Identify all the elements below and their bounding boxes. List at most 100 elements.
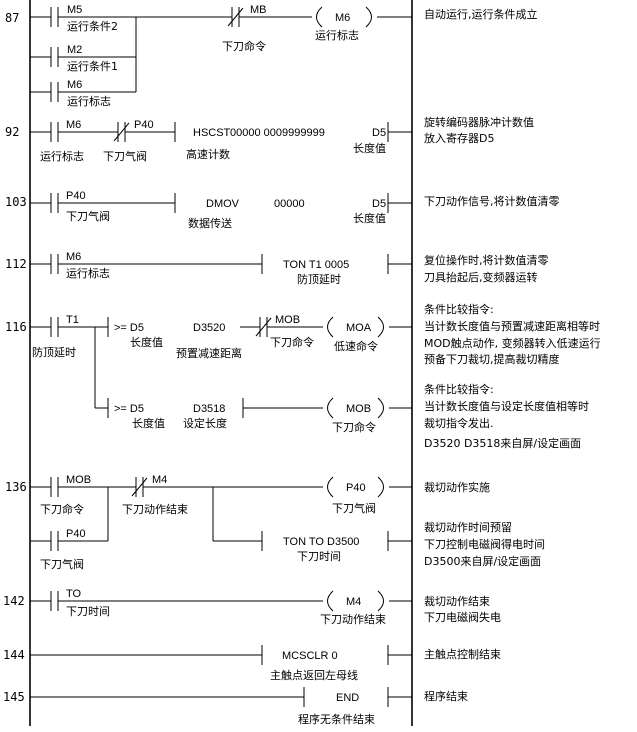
coil-comment: 低速命令 [334,339,378,353]
step-number: 103 [5,195,27,209]
instruction-op: TON TO D3500 [283,536,359,548]
step-number: 112 [5,257,27,271]
rung-remark: D3520 D3518来自屏/设定画面 [424,436,581,450]
coil-label: MOA [346,322,372,334]
compare-op: >= D5 [114,403,144,415]
coil-label: M4 [346,596,361,608]
contact-label: MOB [275,314,300,326]
rung-remark: 裁切动作实施 [424,480,490,494]
coil-comment: 运行标志 [315,28,359,42]
contact-comment: 下刀气阀 [66,209,110,223]
rung-remark: 裁切动作结束 [424,595,490,608]
contact-label: M5 [67,4,82,16]
rung-145: 145 END 程序无条件结束 程序结束 [3,687,468,726]
contact-comment: 运行条件2 [67,19,118,33]
instruction-comment: 防顶延时 [297,272,341,286]
coil-label: M6 [335,12,350,24]
instruction-op: TON T1 0005 [283,259,349,271]
contact-comment: 运行标志 [66,266,110,280]
instruction-comment: 高速计数 [186,147,230,161]
rung-remark: 程序结束 [424,689,468,703]
contact-label: P40 [134,119,154,131]
rung-92: 92 M6 运行标志 P40 下刀气阀 HSCST 00000 00099999… [5,115,534,163]
rung-116: 116 T1 防顶延时 >= D5 D3520 长度值 预置减速距离 MOB 下… [5,302,601,450]
rung-remark: 裁切动作时间预留 [424,521,512,534]
rung-remark: 自动运行,运行条件成立 [424,7,538,21]
compare-ref: D3520 [193,322,225,334]
rung-remark: 当计数长度值与预置减速距离相等时 [424,319,600,333]
contact-comment: 防顶延时 [32,345,76,359]
contact-label: M6 [66,119,81,131]
compare-ref: D3518 [193,403,225,415]
rung-87: 87 M5 运行条件2 M2 运行条件1 M6 运行标志 MB 下刀命令 M6 … [5,4,538,108]
rung-remark: 条件比较指令: [424,382,494,396]
rung-remark: 下刀动作信号,将计数值清零 [424,195,560,208]
compare-comment: 预置减速距离 [176,346,242,360]
rung-remark: 主触点控制结束 [424,647,501,661]
rung-remark: 下刀电磁阀失电 [424,610,501,624]
rung-remark: 放入寄存器D5 [424,131,494,145]
contact-label: M2 [67,44,82,56]
instruction-args: 00000 [274,198,305,210]
instruction-op: DMOV [206,198,240,210]
rung-remark: 裁切指令发出. [424,416,494,430]
instruction-dest-comment: 长度值 [353,141,386,155]
instruction-dest: D5 [372,198,386,210]
contact-comment: 运行条件1 [67,59,118,73]
compare-comment: 长度值 [130,335,163,349]
contact-comment: 运行标志 [67,94,111,108]
contact-comment: 下刀命令 [40,502,84,516]
contact-label: M4 [152,474,167,486]
coil-label: MOB [346,403,371,415]
rung-remark: 复位操作时,将计数值清零 [424,253,549,267]
instruction-comment: 程序无条件结束 [298,712,375,726]
compare-op: >= D5 [114,322,144,334]
rung-remark: 预备下刀裁切,提高裁切精度 [424,352,560,366]
step-number: 145 [3,690,25,704]
instruction-dest-comment: 长度值 [353,211,386,225]
rung-remark: MOD触点动作, 变频器转入低速运行 [424,336,601,350]
contact-label: MB [250,4,267,16]
instruction-op: END [336,692,359,704]
contact-comment: 下刀动作结束 [122,503,188,516]
rung-remark: 旋转编码器脉冲计数值 [424,115,534,129]
contact-label: P40 [66,190,86,202]
rung-remark: D3500来自屏/设定画面 [424,554,541,568]
instruction-comment: 下刀时间 [297,550,341,563]
step-number: 87 [5,11,19,25]
contact-comment: 下刀气阀 [40,557,84,571]
step-number: 92 [5,125,19,139]
instruction-comment: 主触点返回左母线 [270,668,358,682]
contact-label: T1 [66,314,79,326]
rung-103: 103 P40 下刀气阀 DMOV 00000 D5 数据传送 长度值 下刀动作… [5,190,560,230]
compare-comment: 长度值 [132,416,165,430]
rung-112: 112 M6 运行标志 TON T1 0005 防顶延时 复位操作时,将计数值清… [5,251,549,286]
contact-comment: 运行标志 [40,149,84,163]
contact-label: P40 [66,528,86,540]
rung-142: 142 TO 下刀时间 M4 下刀动作结束 裁切动作结束 下刀电磁阀失电 [3,588,501,626]
contact-label: M6 [67,79,82,91]
instruction-op: HSCST [193,127,231,139]
step-number: 136 [5,480,27,494]
instruction-dest: D5 [372,127,386,139]
contact-comment: 下刀气阀 [103,149,147,163]
rung-remark: 当计数长度值与设定长度值相等时 [424,399,589,413]
coil-comment: 下刀气阀 [332,501,376,515]
contact-label: MOB [66,474,91,486]
step-number: 116 [5,320,27,334]
contact-label: TO [66,588,82,600]
rung-remark: 下刀控制电磁阀得电时间 [424,537,545,551]
step-number: 144 [3,648,25,662]
instruction-op: MCSCLR 0 [282,650,338,662]
rung-136: 136 MOB 下刀命令 M4 下刀动作结束 P40 下刀气阀 P40 下刀气阀… [5,474,545,571]
contact-label: M6 [66,251,81,263]
compare-comment: 设定长度 [183,416,227,430]
contact-comment: 下刀命令 [222,39,266,53]
contact-comment: 下刀时间 [66,605,110,618]
step-number: 142 [3,594,25,608]
rung-remark: 条件比较指令: [424,302,494,316]
instruction-comment: 数据传送 [188,216,232,230]
instruction-args: 00000 0009999999 [230,127,325,139]
rung-144: 144 MCSCLR 0 主触点返回左母线 主触点控制结束 [3,645,501,682]
